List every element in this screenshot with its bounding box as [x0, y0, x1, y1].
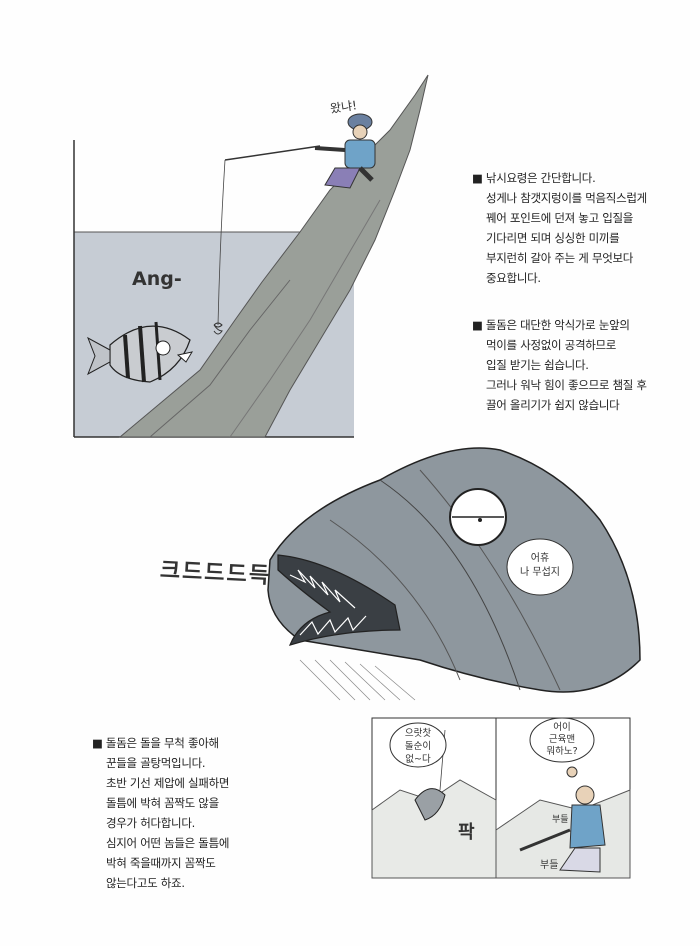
speech-line: 없~다 [405, 754, 431, 765]
text-block-2: ■ 돌돔은 대단한 악식가로 눈앞의 먹이를 사정없이 공격하므로 입질 받기는… [472, 315, 647, 415]
fisherman [314, 113, 376, 189]
text-line: 돌틈에 박혀 꼼짝도 않을 [106, 796, 219, 810]
speech-line: 근육맨 [548, 734, 576, 745]
fishing-line [217, 159, 226, 326]
speech-line: 어휴 [530, 553, 550, 564]
bottom-comic [371, 717, 631, 879]
text-line: 꿰어 포인트에 던져 놓고 입질을 [486, 211, 634, 225]
text-line: 박혀 죽을때까지 꼼짝도 [106, 856, 216, 870]
comic-left-speech: 으랏찻 돌순이 없~다 [394, 727, 442, 766]
bait-icon [213, 322, 223, 335]
text-line: 심지어 어떤 놈들은 돌틈에 [106, 836, 230, 850]
text-line: 먹이를 사정없이 공격하므로 [486, 338, 617, 352]
text-line: 성게나 참갯지렁이를 먹음직스럽게 [486, 191, 647, 205]
text-line: 초반 기선 제압에 실패하면 [106, 776, 230, 790]
speech-line: 돌순이 [404, 741, 432, 752]
sound-effect-ang: Ang- [132, 268, 182, 290]
sound-effect-crunch: 크드드드득 [159, 558, 272, 589]
striped-fish [87, 321, 194, 383]
sound-effect-budeul-2: 부들 [540, 860, 559, 871]
text-line: 중요합니다. [486, 271, 541, 285]
speech-line: 나 무섭지 [520, 567, 560, 578]
fishing-scene [73, 74, 429, 438]
text-line: 입질 받기는 쉽습니다. [486, 358, 589, 372]
text-line: 그러나 워낙 힘이 좋으므로 챔질 후 [486, 378, 647, 392]
sound-effect-budeul-1: 부들 [552, 815, 569, 825]
text-block-3: ■ 돌돔은 돌을 무척 좋아해 꾼들을 골탕먹입니다. 초반 기선 제압에 실패… [92, 733, 229, 893]
text-line: ■ 돌돔은 돌을 무척 좋아해 [92, 736, 219, 750]
fish-speech-text: 어휴 나 무섭지 [510, 552, 570, 580]
text-line: 꾼들을 골탕먹입니다. [106, 756, 206, 770]
text-line: 경우가 허다합니다. [106, 816, 195, 830]
fish-speech-bubble [506, 538, 574, 596]
text-line: 않는다고도 하죠. [106, 876, 185, 890]
text-line: ■ 돌돔은 대단한 악식가로 눈앞의 [472, 318, 630, 332]
speech-line: 으랏찻 [404, 728, 432, 739]
text-line: 부지런히 갈아 주는 게 무엇보다 [486, 251, 634, 265]
speech-line: 어이 [553, 722, 571, 733]
speech-line: 뭐하노? [546, 746, 578, 757]
text-line: 기다리면 되며 싱싱한 미끼를 [486, 231, 620, 245]
fishing-rod [224, 145, 321, 161]
big-fish-head [267, 447, 641, 701]
sound-effect-pak: 팍 [458, 822, 475, 843]
comic-right-speech: 어이 근육맨 뭐하노? [536, 722, 588, 758]
text-line: ■ 낚시요령은 간단합니다. [472, 171, 596, 185]
text-line: 끌어 올리기가 쉽지 않습니다 [486, 398, 620, 412]
rock-cliff [118, 74, 429, 438]
text-block-1: ■ 낚시요령은 간단합니다. 성게나 참갯지렁이를 먹음직스럽게 꿰어 포인트에… [472, 168, 647, 288]
